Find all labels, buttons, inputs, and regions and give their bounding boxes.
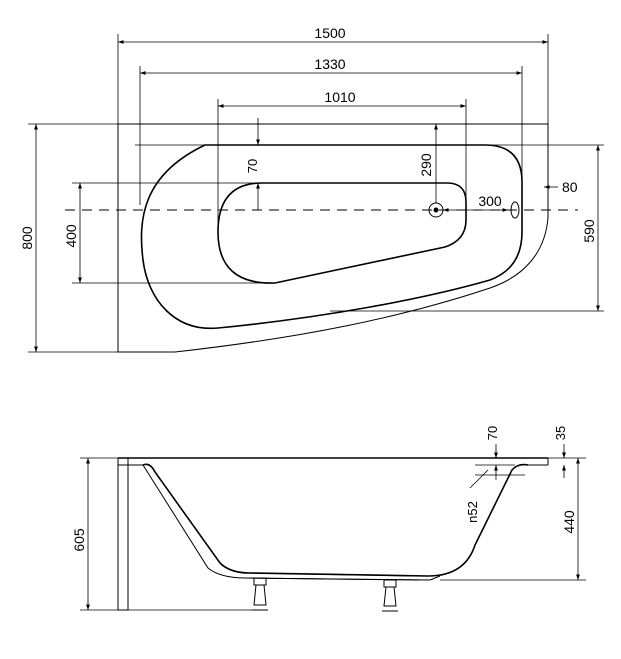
dim-drain-spacing: 300 xyxy=(478,193,502,209)
dim-tub-height: 440 xyxy=(561,510,577,534)
dim-rim-radius: n52 xyxy=(465,501,480,523)
tub-outer-outline xyxy=(117,123,549,353)
dim-overflow-offset: 80 xyxy=(562,179,578,195)
dim-rim-offset: 70 xyxy=(245,159,260,173)
dim-overall-length: 1500 xyxy=(314,25,345,41)
dim-drain-depth: 290 xyxy=(418,153,434,177)
dim-inner-length: 1330 xyxy=(314,56,345,72)
dim-rim-height: 70 xyxy=(485,426,500,440)
support-foot-left xyxy=(252,577,268,611)
dim-overall-width: 800 xyxy=(19,226,35,250)
support-foot-right xyxy=(382,579,398,612)
dim-basin-length: 1010 xyxy=(324,89,355,105)
front-apron-panel xyxy=(117,457,129,611)
side-view: 605 440 35 70 n52 xyxy=(71,426,586,612)
drain-center-icon xyxy=(433,207,439,213)
dim-total-height: 605 xyxy=(71,528,87,552)
dim-edge-thickness: 35 xyxy=(553,426,568,440)
tub-inner-rim xyxy=(140,144,523,330)
overflow-icon xyxy=(510,201,520,219)
tub-basin-outline xyxy=(217,182,467,284)
dim-basin-width: 400 xyxy=(63,224,79,248)
top-view: 1500 1330 1010 800 400 590 70 290 xyxy=(19,25,604,353)
dim-inner-width: 590 xyxy=(581,219,597,243)
tub-side-profile xyxy=(142,463,529,577)
